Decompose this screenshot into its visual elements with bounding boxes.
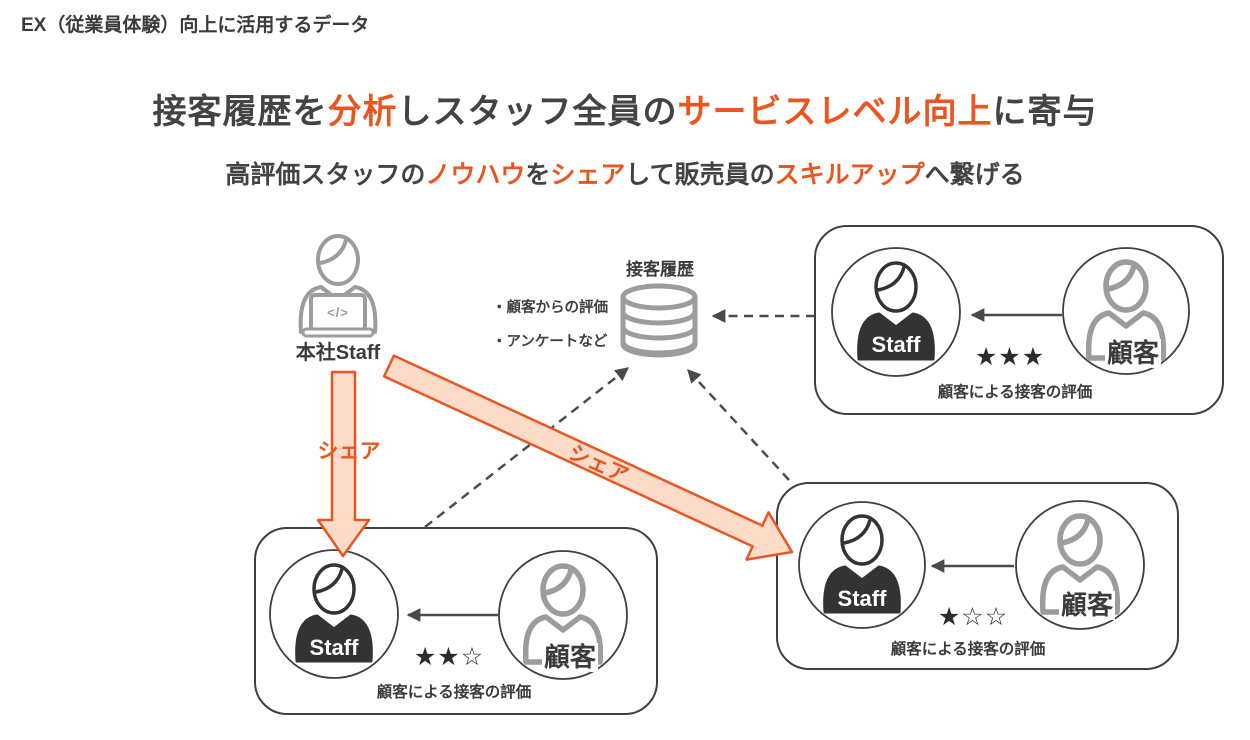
subtitle-segment: 高評価スタッフの — [225, 161, 426, 189]
database-bullet: ・アンケートなど — [492, 334, 608, 350]
subtitle-highlight: ノウハウ — [425, 161, 526, 189]
evaluation-caption: 顧客による接客の評価 — [890, 641, 1046, 658]
staff-label: Staff — [309, 635, 359, 660]
database-label: 接客履歴 — [626, 260, 694, 279]
title-segment: しスタッフ全員の — [397, 93, 678, 131]
hq-staff-label: 本社Staff — [295, 342, 381, 364]
star-rating: ★☆☆ — [937, 603, 1009, 631]
subtitle: 高評価スタッフのノウハウをシェアして販売員のスキルアップへ繋げる — [0, 155, 1250, 191]
staff-label: Staff — [871, 332, 921, 357]
star-rating: ★★★ — [974, 343, 1046, 371]
laptop-code-glyph: </> — [327, 305, 349, 320]
database-bullet: ・顧客からの評価 — [492, 300, 608, 316]
title-highlight: サービスレベル向上 — [677, 93, 993, 131]
customer-label: 顧客 — [1105, 338, 1162, 368]
page-header-label: EX（従業員体験）向上に活用するデータ — [21, 15, 370, 36]
dashed-arrow-bottom-right-to-db — [687, 368, 790, 481]
subtitle-segment: して販売員の — [625, 161, 775, 189]
star-rating: ★★☆ — [413, 643, 485, 671]
subtitle-highlight: スキルアップ — [774, 161, 925, 189]
subtitle-highlight: シェア — [550, 161, 626, 189]
customer-label: 顧客 — [542, 642, 599, 672]
hq-staff-laptop-icon — [298, 234, 378, 338]
title-segment: に寄与 — [992, 93, 1098, 131]
title-highlight: 分析 — [327, 93, 398, 131]
staff-label: Staff — [837, 586, 887, 611]
title-segment: 接客履歴を — [152, 93, 328, 131]
evaluation-caption: 顧客による接客の評価 — [376, 684, 532, 701]
customer-label: 顧客 — [1059, 590, 1116, 620]
main-title: 接客履歴を分析しスタッフ全員のサービスレベル向上に寄与 — [0, 84, 1250, 133]
dashed-arrow-bottom-left-to-db — [424, 367, 630, 528]
share-label-vertical: シェア — [317, 440, 381, 463]
database-icon — [620, 283, 698, 358]
evaluation-caption: 顧客による接客の評価 — [937, 384, 1093, 401]
subtitle-segment: を — [525, 161, 551, 189]
share-arrow-diagonal — [382, 354, 794, 561]
subtitle-segment: へ繋げる — [924, 161, 1025, 189]
share-arrow-vertical — [316, 370, 371, 558]
